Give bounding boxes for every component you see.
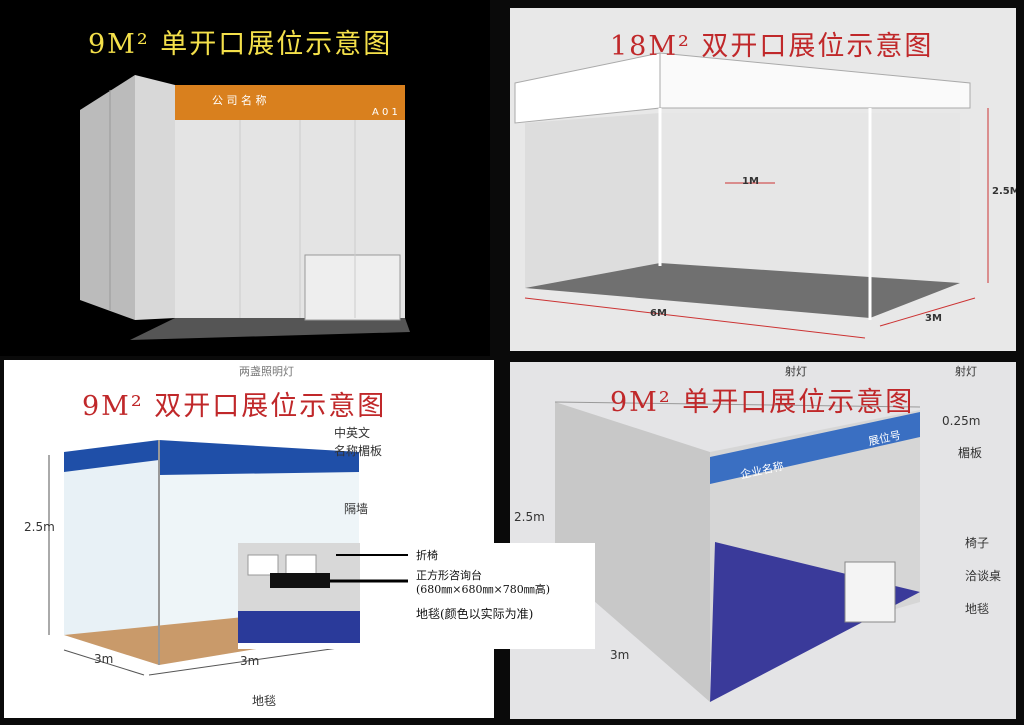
carpet-label: 地毯 [965,602,990,616]
height-label: 2.5m [514,510,545,524]
panel-title: 9M² 单开口展位示意图 [88,29,393,60]
depth-label: 3M [925,313,942,324]
spotlight-label: 射灯 [785,365,807,378]
panel-title: 9M² 单开口展位示意图 [610,387,915,418]
counter [304,254,401,321]
booth-illustration [554,401,921,702]
booth-illustration [80,75,410,340]
table [844,561,896,623]
spotlight-label-2: 射灯 [955,365,977,378]
booth-illustration [514,52,989,339]
inset-chair-label: 折椅 [416,549,438,562]
furniture-inset: 折椅 正方形咨询台 (680㎜×680㎜×780㎜高) 地毯(颜色以实际为准) [238,543,595,649]
right-width-label: 3m [240,654,260,668]
fascia-label: 楣板 [958,446,983,460]
fascia [175,85,405,120]
fascia-company: 公 司 名 称 [212,94,267,107]
carpet-label: 地毯 [252,694,277,708]
panel-width-label: 1M [742,176,759,187]
panel-title: 9M² 双开口展位示意图 [82,391,387,422]
chair-label: 椅子 [965,536,990,550]
wall-label: 隔墙 [344,502,369,516]
length-label: 6M [650,308,667,319]
fascia-label: 中英文 名称楣板 [334,426,383,458]
inset-carpet-label: 地毯(颜色以实际为准) [416,607,534,621]
panel-9m-double-open: 9M² 双开口展位示意图 两盏照明灯 2.5m 3m 3m 中英文 名称楣板 隔… [4,360,494,718]
fascia [710,412,920,484]
panel-18m-double-open: 18M² 双开口展位示意图 1M 6M 3M 2.5M [510,8,1016,351]
fascia-booth-number: A 0 1 [372,107,398,118]
height-label: 2.5m [24,520,55,534]
light-label: 两盏照明灯 [239,365,294,378]
inset-table-size: (680㎜×680㎜×780㎜高) [416,583,551,596]
table-label: 洽谈桌 [965,569,1002,583]
left-width-label: 3m [94,652,114,666]
panel-title: 18M² 双开口展位示意图 [610,31,934,62]
panel-9m-single-open-dark: 9M² 单开口展位示意图 公 司 名 称 A 0 1 [0,0,490,356]
depth-label: 3m [610,648,630,662]
panel-9m-single-open-blue: 9M² 单开口展位示意图 射灯 射灯 0.25m 楣板 2.5m 3m 企业名称… [510,362,1016,719]
fascia-height-label: 0.25m [942,414,981,428]
inset-table-label: 正方形咨询台 [416,569,482,582]
furniture-photo [238,543,408,643]
height-label: 2.5M [992,186,1016,197]
